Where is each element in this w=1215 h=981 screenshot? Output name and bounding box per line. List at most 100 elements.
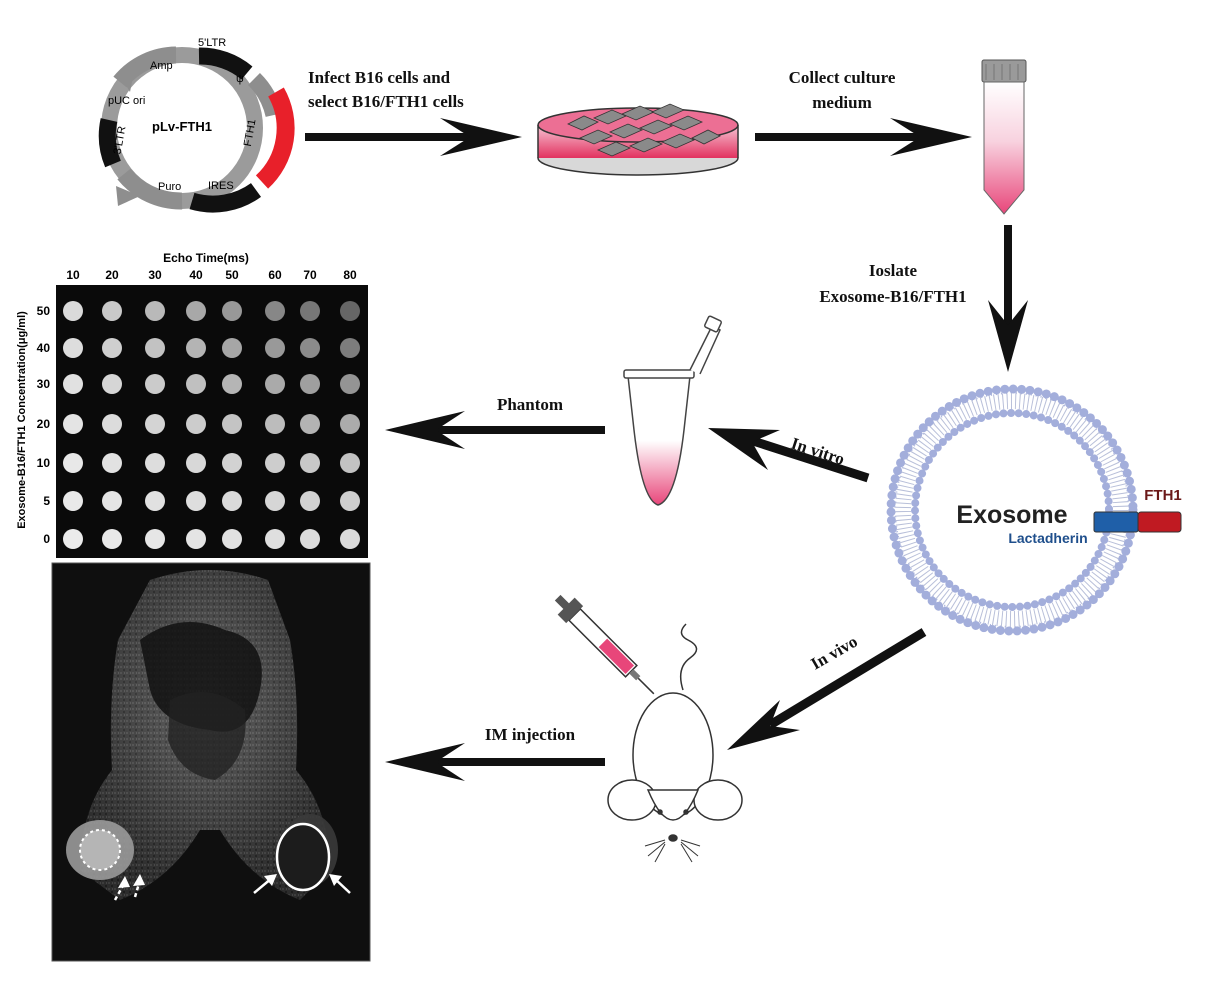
phantom-spot xyxy=(145,301,165,321)
exosome-vesicle: Exosome Lactadherin FTH1 xyxy=(886,384,1182,636)
phantom-spot xyxy=(300,529,320,549)
plasmid-segment-5ltr xyxy=(198,47,253,80)
phantom-spot xyxy=(222,453,242,473)
concentration-label: 20 xyxy=(37,417,51,431)
lactadherin-block xyxy=(1093,511,1139,533)
concentration-axis-title: Exosome-B16/FTH1 Concentration(μg/ml) xyxy=(16,311,28,529)
phantom-spot xyxy=(102,414,122,434)
echo-time-label: 30 xyxy=(148,268,162,282)
phantom-label: Phantom xyxy=(497,395,563,414)
petri-dish xyxy=(537,103,739,176)
phantom-spot xyxy=(340,491,360,511)
phantom-spot xyxy=(145,338,165,358)
concentration-label: 10 xyxy=(37,456,51,470)
phantom-spot xyxy=(265,453,285,473)
arrow-to-tube xyxy=(755,118,972,156)
mouse-illustration xyxy=(607,623,743,863)
phantom-spot xyxy=(300,414,320,434)
plasmid-label-amp: Amp xyxy=(150,60,173,72)
phantom-spot xyxy=(102,529,122,549)
isolate-label-line1: Ioslate xyxy=(869,261,918,280)
phantom-spot xyxy=(145,491,165,511)
phantom-spot xyxy=(340,374,360,394)
plasmid-label-puro: Puro xyxy=(158,181,181,193)
plasmid-label-ires: IRES xyxy=(208,180,234,192)
in-vivo-label: In vivo xyxy=(808,632,861,674)
phantom-spot xyxy=(222,529,242,549)
phantom-spot xyxy=(186,301,206,321)
phantom-spot xyxy=(186,374,206,394)
phantom-spot xyxy=(63,414,83,434)
concentration-label: 40 xyxy=(37,341,51,355)
im-injection-label: IM injection xyxy=(485,725,576,744)
phantom-spot xyxy=(265,374,285,394)
plasmid-segment-ires xyxy=(189,182,262,213)
plasmid-label-puc-ori: pUC ori xyxy=(108,95,145,107)
plasmid-arrowhead-amp xyxy=(118,62,136,92)
phantom-spot xyxy=(265,491,285,511)
plasmid-segment-3ltr xyxy=(98,118,121,168)
phantom-spots xyxy=(63,301,360,549)
infect-label-line2: select B16/FTH1 cells xyxy=(308,92,464,111)
fth1-block xyxy=(1137,511,1182,533)
arrow-im-injection xyxy=(385,743,605,781)
echo-time-label: 50 xyxy=(225,268,239,282)
plasmid-label-fth1: FTH1 xyxy=(242,118,259,147)
isolate-label-line2: Exosome-B16/FTH1 xyxy=(819,287,966,306)
phantom-spot xyxy=(222,374,242,394)
phantom-spot xyxy=(102,338,122,358)
arrow-to-dish xyxy=(305,118,522,156)
phantom-spot xyxy=(186,414,206,434)
echo-time-label: 10 xyxy=(66,268,80,282)
phantom-spot xyxy=(145,529,165,549)
concentration-label: 0 xyxy=(43,532,50,546)
phantom-spot xyxy=(63,491,83,511)
phantom-spot xyxy=(222,338,242,358)
plasmid-name: pLv-FTH1 xyxy=(152,119,212,134)
lipid-tails xyxy=(895,393,1129,627)
phantom-spot xyxy=(340,529,360,549)
phantom-spot xyxy=(340,301,360,321)
eppendorf-tube xyxy=(623,315,722,506)
phantom-spot xyxy=(265,338,285,358)
phantom-spot xyxy=(186,453,206,473)
control-region-marker xyxy=(79,829,121,871)
phantom-spot xyxy=(186,529,206,549)
phantom-spot xyxy=(265,414,285,434)
phantom-spot xyxy=(145,453,165,473)
phantom-spot xyxy=(300,491,320,511)
phantom-spot xyxy=(145,374,165,394)
plasmid-segment-puro xyxy=(117,168,183,210)
phantom-spot xyxy=(340,414,360,434)
fth1-label: FTH1 xyxy=(1144,487,1182,504)
phantom-spot xyxy=(63,374,83,394)
phantom-spot xyxy=(300,301,320,321)
phantom-spot xyxy=(300,453,320,473)
phantom-spot xyxy=(63,453,83,473)
infect-label-line1: Infect B16 cells and xyxy=(308,68,451,87)
plasmid-map: pLv-FTH1 Amp 5'LTR ψ FTH1 IRES Puro 3'LT… xyxy=(98,37,295,213)
phantom-spot xyxy=(222,491,242,511)
phantom-spot xyxy=(102,374,122,394)
echo-time-label: 80 xyxy=(343,268,357,282)
phantom-spot xyxy=(340,338,360,358)
echo-time-label: 20 xyxy=(105,268,119,282)
concentration-label: 50 xyxy=(37,304,51,318)
inner-lipid-heads xyxy=(911,409,1113,611)
collect-label-line1: Collect culture xyxy=(789,68,896,87)
arrow-in-vivo xyxy=(727,628,927,750)
echo-time-label: 70 xyxy=(303,268,317,282)
phantom-spot xyxy=(222,301,242,321)
phantom-spot xyxy=(63,529,83,549)
phantom-spot xyxy=(300,338,320,358)
plasmid-segment-psi xyxy=(247,72,283,118)
phantom-spot xyxy=(340,453,360,473)
phantom-spot xyxy=(265,529,285,549)
plasmid-label-3ltr: 3'LTR xyxy=(112,125,129,155)
echo-time-label: 60 xyxy=(268,268,282,282)
